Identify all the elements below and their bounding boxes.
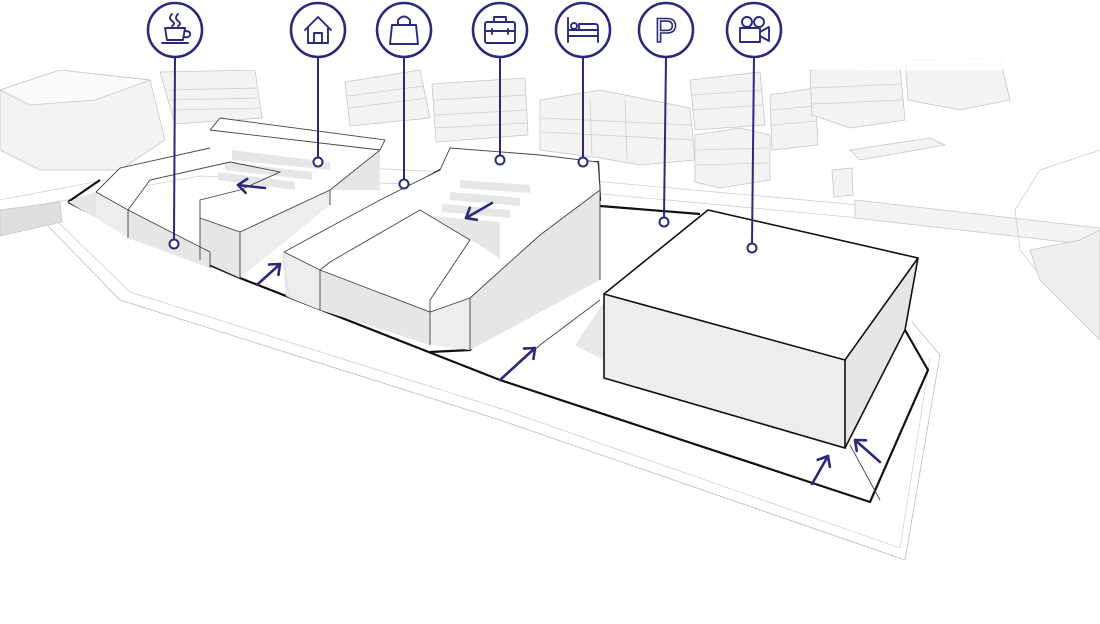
building-block-2	[282, 147, 601, 350]
icon-markers: P	[146, 1, 783, 254]
parking-icon: P	[637, 1, 695, 59]
leader-line	[173, 56, 176, 241]
leader-dot	[658, 216, 670, 228]
leader-line	[663, 56, 667, 219]
hotel-bed-icon	[554, 1, 612, 59]
cafe-icon	[146, 1, 204, 59]
parking-icon-label: P	[655, 12, 678, 50]
marker-shopping-bag	[375, 1, 433, 190]
shopping-bag-icon	[375, 1, 433, 59]
entrance-arrow	[853, 438, 882, 464]
entrance-arrow	[498, 346, 537, 382]
marker-parking: P	[637, 1, 695, 228]
leader-dot	[494, 154, 506, 166]
marker-home	[289, 1, 347, 168]
leader-dot	[577, 156, 589, 168]
building-block-1	[68, 117, 386, 278]
briefcase-icon	[471, 1, 529, 59]
cinema-icon	[725, 1, 783, 59]
entrance-arrow	[236, 177, 267, 195]
entrance-arrows	[236, 177, 882, 486]
leader-line	[751, 56, 755, 245]
entrance-arrow	[256, 262, 282, 286]
entrance-arrow	[810, 454, 832, 486]
marker-hotel-bed	[554, 1, 612, 168]
leader-dot	[398, 178, 410, 190]
marker-briefcase	[471, 1, 529, 166]
marker-cinema	[725, 1, 783, 254]
marker-cafe	[146, 1, 204, 250]
leader-dot	[312, 156, 324, 168]
leader-dot	[746, 242, 758, 254]
leader-dot	[168, 238, 180, 250]
home-icon	[289, 1, 347, 59]
entrance-arrow	[464, 201, 494, 222]
building-block-3	[575, 209, 920, 450]
